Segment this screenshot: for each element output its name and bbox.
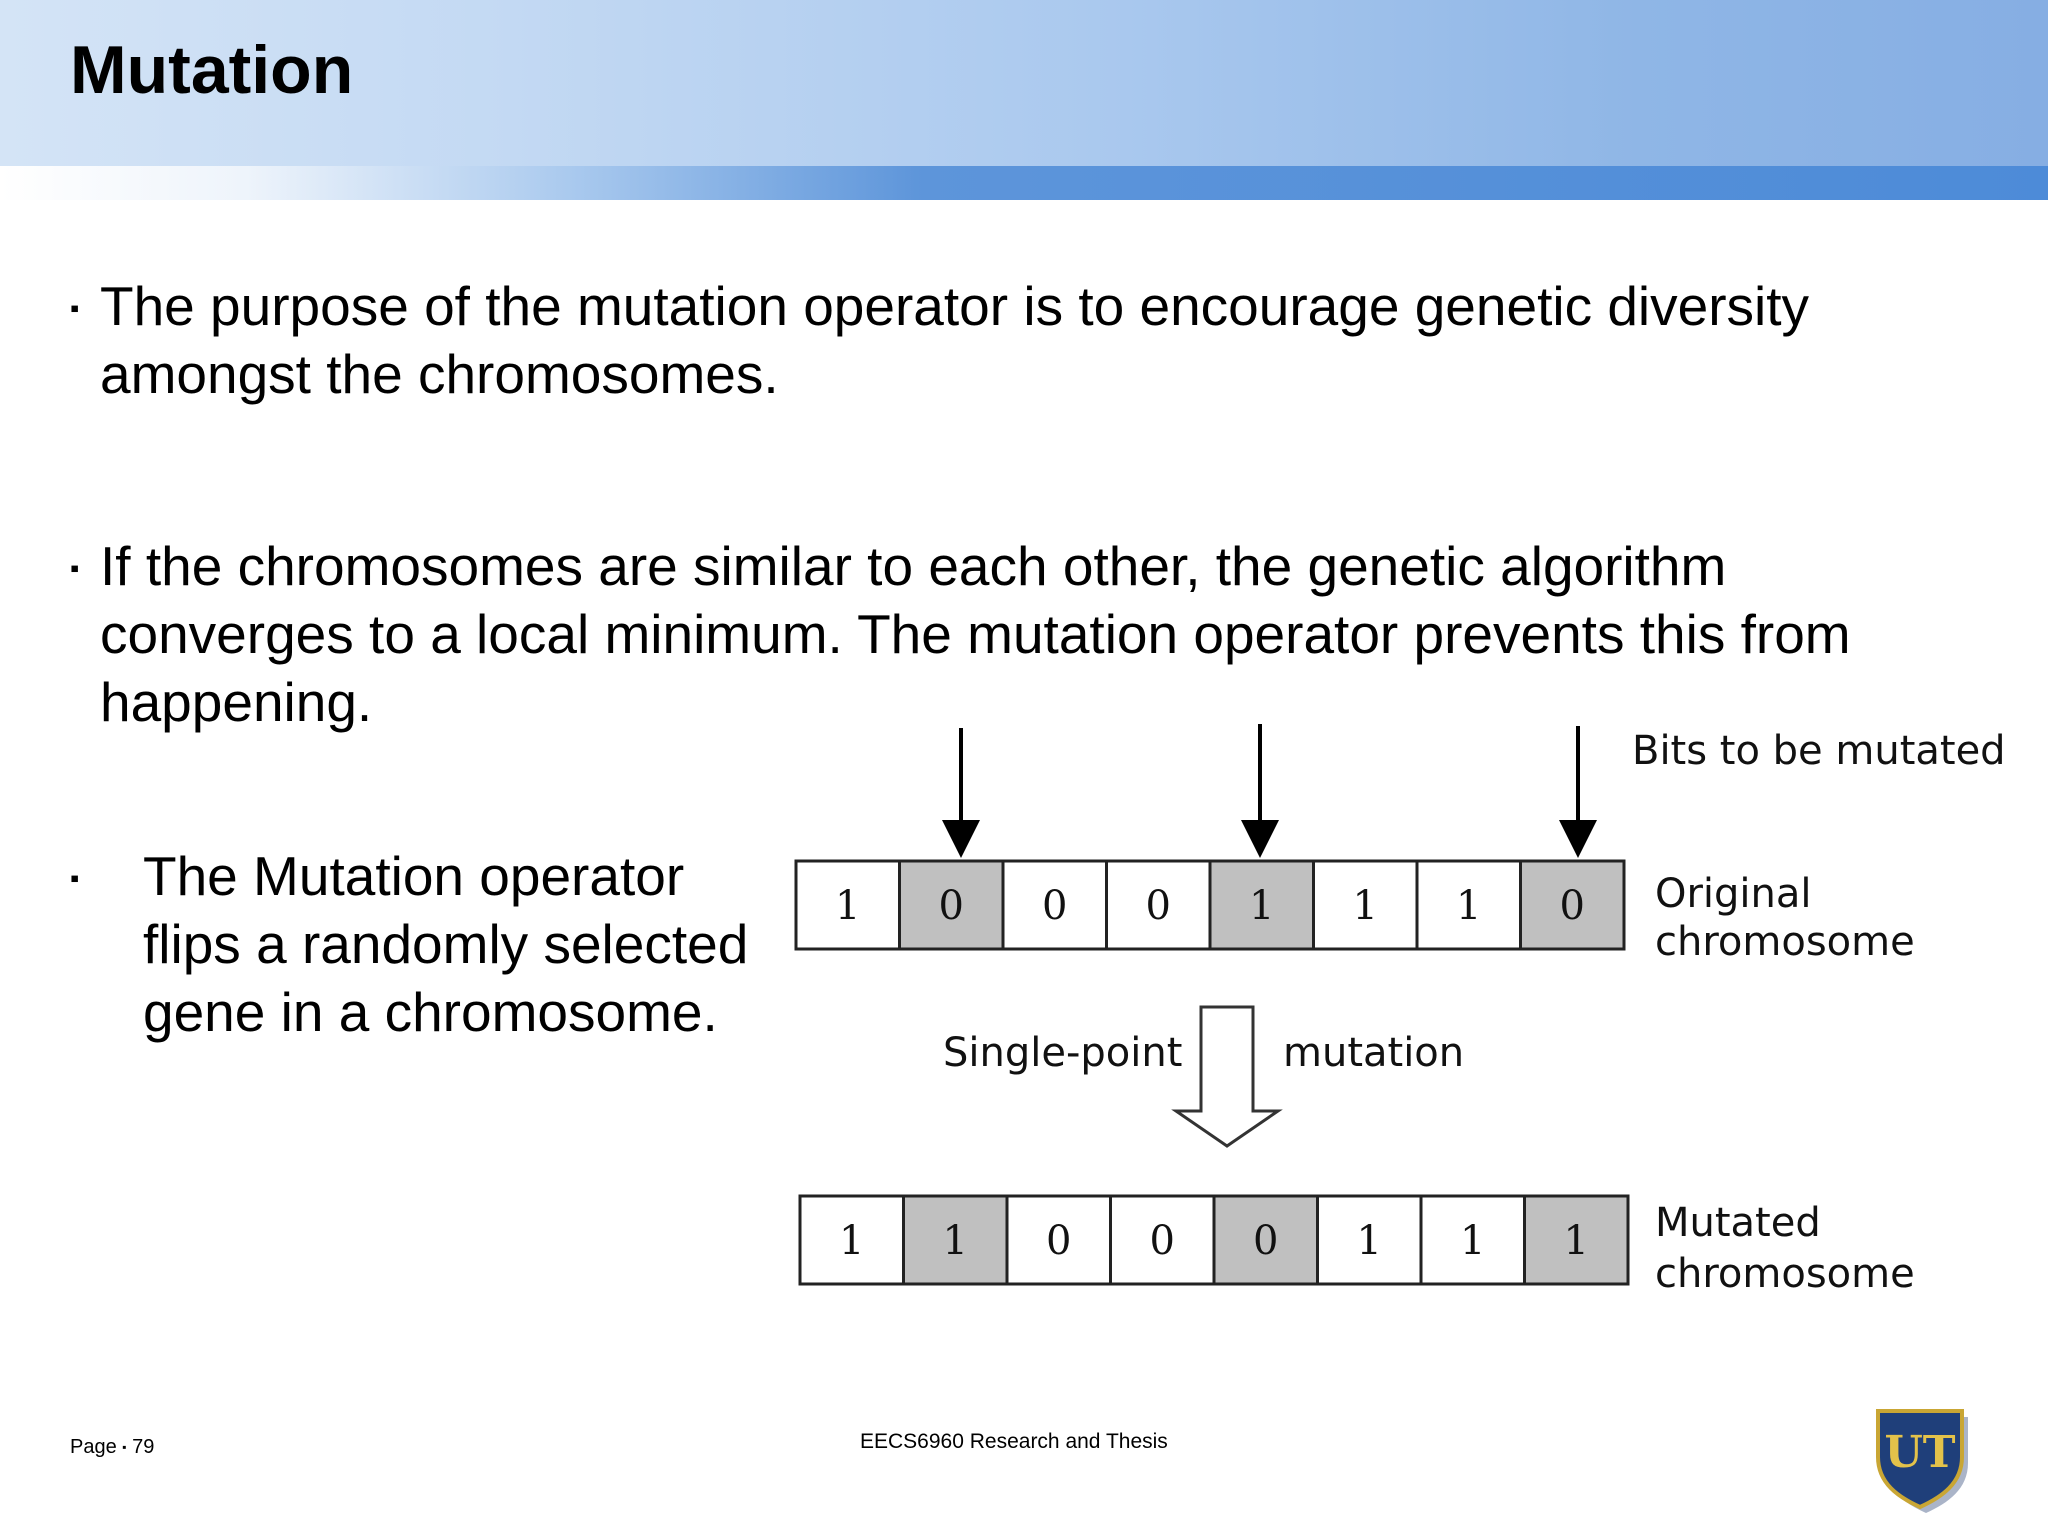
gene-value: 0 bbox=[1146, 883, 1171, 929]
page-number-value: 79 bbox=[132, 1436, 155, 1458]
gene-value: 1 bbox=[1564, 1218, 1589, 1264]
gene-cell bbox=[798, 1194, 905, 1286]
bullet-marker: ▪ bbox=[70, 293, 80, 323]
gene-value: 1 bbox=[1460, 1218, 1485, 1264]
gene-cell bbox=[1005, 1194, 1112, 1286]
bullet-marker: ▪ bbox=[70, 553, 80, 583]
course-footer: EECS6960 Research and Thesis bbox=[860, 1430, 1168, 1453]
gene-cell bbox=[1001, 859, 1108, 951]
hollow-arrow-down-icon bbox=[1171, 1005, 1283, 1148]
gene-cell bbox=[1519, 859, 1626, 951]
bits-to-mutate-label: Bits to be mutated bbox=[1632, 728, 2006, 774]
gene-cell bbox=[1212, 1194, 1319, 1286]
bullet-2: ▪ If the chromosomes are similar to each… bbox=[70, 532, 1970, 736]
gene-cell bbox=[902, 1194, 1009, 1286]
gene-value: 1 bbox=[1249, 883, 1274, 929]
gene-cell bbox=[1312, 859, 1419, 951]
bullet-marker: ▪ bbox=[70, 863, 80, 893]
gene-value: 0 bbox=[1046, 1218, 1071, 1264]
arrowhead-icon bbox=[1559, 820, 1597, 858]
arrowhead-icon bbox=[1241, 820, 1279, 858]
mutated-label-line2: chromosome bbox=[1655, 1251, 1915, 1297]
page-number: Page ▪ 79 bbox=[70, 1436, 154, 1459]
bullet-1-text: The purpose of the mutation operator is … bbox=[100, 275, 1810, 405]
university-shield-logo: UT bbox=[1876, 1409, 1968, 1513]
gene-value: 1 bbox=[1456, 883, 1481, 929]
logo-text: UT bbox=[1884, 1427, 1955, 1478]
bullet-3: ▪ The Mutation operator flips a randomly… bbox=[70, 842, 770, 1046]
gene-cell bbox=[1109, 1194, 1216, 1286]
gene-value: 0 bbox=[1253, 1218, 1278, 1264]
slide-title: Mutation bbox=[70, 32, 354, 108]
gene-value: 0 bbox=[939, 883, 964, 929]
mutation-arrows bbox=[942, 724, 1597, 858]
mutation-label: mutation bbox=[1283, 1030, 1464, 1076]
original-label-line1: Original bbox=[1655, 871, 1812, 917]
gene-cell bbox=[1523, 1194, 1630, 1286]
single-point-label: Single-point bbox=[943, 1030, 1182, 1076]
gene-cell bbox=[1415, 859, 1522, 951]
shield-icon bbox=[1876, 1409, 1964, 1510]
gene-cell bbox=[1419, 1194, 1526, 1286]
gene-value: 0 bbox=[1560, 883, 1585, 929]
gene-value: 0 bbox=[1150, 1218, 1175, 1264]
gene-value: 1 bbox=[1353, 883, 1378, 929]
gene-value: 1 bbox=[835, 883, 860, 929]
header-accent-band bbox=[0, 166, 2048, 200]
mutated-label-line1: Mutated bbox=[1655, 1200, 1821, 1246]
page-label: Page bbox=[70, 1436, 117, 1458]
gene-value: 1 bbox=[943, 1218, 968, 1264]
page-separator: ▪ bbox=[122, 1440, 127, 1454]
gene-value: 0 bbox=[1042, 883, 1067, 929]
arrowhead-icon bbox=[942, 820, 980, 858]
bullet-3-text: The Mutation operator flips a randomly s… bbox=[143, 845, 749, 1043]
gene-value: 1 bbox=[1357, 1218, 1382, 1264]
original-label-line2: chromosome bbox=[1655, 919, 1915, 965]
gene-cell bbox=[1208, 859, 1315, 951]
bullet-1: ▪ The purpose of the mutation operator i… bbox=[70, 272, 1970, 408]
gene-value: 1 bbox=[839, 1218, 864, 1264]
original-chromosome: 1 0 0 0 1 1 1 0 bbox=[794, 859, 1626, 951]
mutated-chromosome: 1 1 0 0 0 1 1 1 bbox=[798, 1194, 1630, 1286]
gene-cell bbox=[794, 859, 901, 951]
gene-cell bbox=[1316, 1194, 1423, 1286]
bullet-2-text: If the chromosomes are similar to each o… bbox=[100, 535, 1851, 733]
